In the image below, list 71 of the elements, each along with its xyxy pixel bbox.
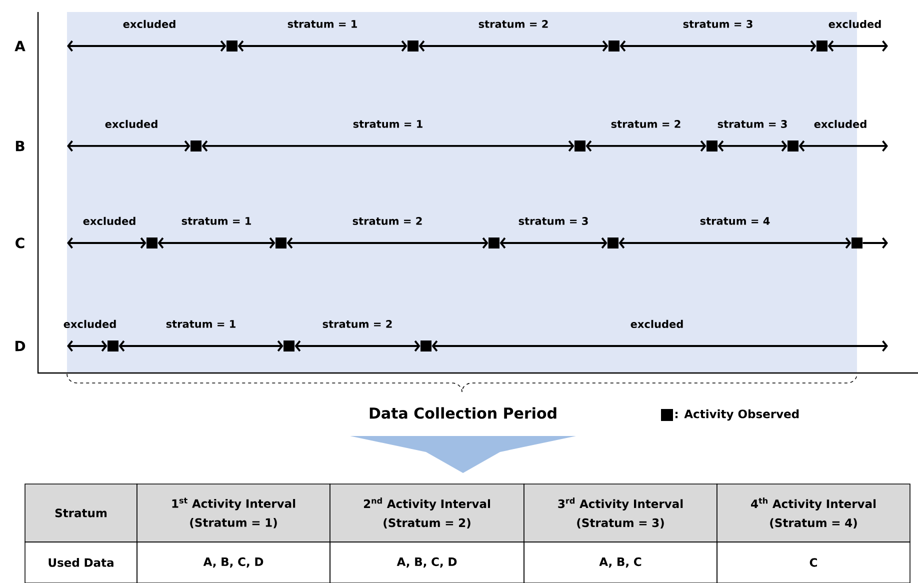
edge-label: stratum = 2 [611,120,680,128]
double-arrow [158,237,276,249]
table-cell: Stratum [24,484,138,542]
activity-square [190,140,202,152]
activity-square [108,340,118,352]
activity-square [788,140,798,152]
activity-square [608,237,618,248]
edge-label: excluded [814,120,866,128]
activity-square [146,237,158,248]
legend-text: : Activity Observed [676,409,799,421]
double-arrow [718,140,788,152]
edge-label: excluded [123,20,176,28]
edge-label: stratum = 1 [288,20,357,28]
double-arrow [828,40,888,52]
double-arrow [432,340,888,352]
table-cell: 4$^{th}$ Activity Interval (Stratum = 4) [716,484,910,542]
edge-label: stratum = 1 [182,217,251,225]
edge-label: excluded [828,20,881,28]
activity-square [488,237,500,248]
double-arrow [67,340,108,352]
row-label: B [16,140,24,152]
activity-square [284,340,294,352]
activity-square [420,340,432,352]
edge-label: stratum = 3 [718,120,787,128]
double-arrow [286,237,488,249]
edge-label: excluded [64,320,116,328]
activity-square [276,237,286,248]
double-arrow [294,340,420,352]
row-label: A [14,40,26,52]
edge-label: excluded [105,120,158,128]
edge-label: excluded [630,320,683,328]
edge-label: stratum = 2 [478,20,548,28]
table-cell: 3$^{rd}$ Activity Interval (Stratum = 3) [524,484,718,542]
double-arrow [618,237,852,249]
double-arrow [418,40,608,52]
edge-label: stratum = 2 [352,217,422,225]
table-cell: A, B, C [524,542,718,583]
edge-label: stratum = 1 [166,320,236,328]
edge-label: stratum = 4 [700,217,770,225]
edge-label: stratum = 2 [322,320,392,328]
double-arrow [798,140,888,152]
double-arrow [620,40,816,52]
activity-square [706,140,718,152]
double-arrow [862,237,888,249]
activity-square [816,40,828,52]
edge-label: stratum = 3 [683,20,752,28]
double-arrow [586,140,706,152]
double-arrow [238,40,408,52]
edge-label: stratum = 1 [353,120,422,128]
edge-label: excluded [83,216,136,226]
table-cell: 2$^{nd}$ Activity Interval (Stratum = 2) [330,484,524,542]
row-label: D [15,340,26,352]
edge-label: stratum = 3 [518,217,588,225]
table-cell: Used Data [24,542,138,583]
table-cell: 1$^{st}$ Activity Interval (Stratum = 1) [136,484,330,542]
activity-square [408,40,418,52]
double-arrow [500,237,608,249]
double-arrow [67,140,190,152]
table-cell: A, B, C, D [136,542,330,583]
double-arrow [118,340,284,352]
row-label: C [16,238,24,248]
double-arrow [202,140,574,152]
table-cell: A, B, C, D [330,542,524,583]
double-arrow [67,40,226,52]
activity-square [226,40,238,52]
activity-square [574,140,586,152]
axis-title: Data Collection Period [370,407,556,419]
double-arrow [67,237,146,249]
activity-square [608,40,620,52]
table-cell: C [716,542,910,583]
activity-square [852,237,862,248]
